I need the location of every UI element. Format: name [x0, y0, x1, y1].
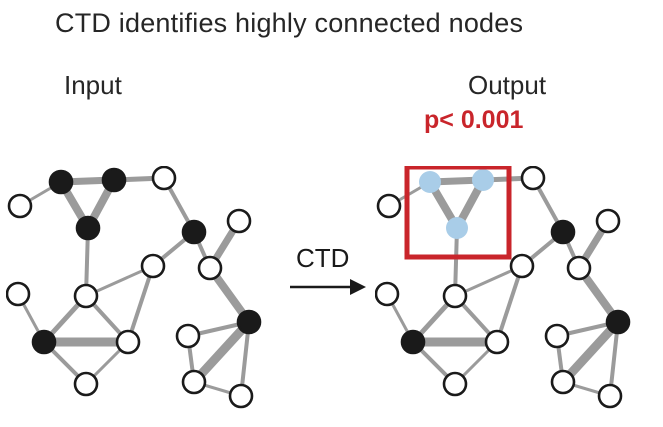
ctd-arrow-icon	[290, 279, 366, 295]
graph-node-white	[509, 253, 535, 279]
graph-node-white	[73, 283, 99, 309]
graph-node-white	[595, 208, 621, 234]
graph-node-white	[7, 193, 33, 219]
graph-edge	[608, 320, 620, 398]
graph-node-black	[31, 329, 57, 355]
graph-node-white	[597, 383, 623, 409]
graph-node-highlighted	[419, 171, 441, 193]
highlight-box	[404, 166, 512, 260]
figure-title: CTD identifies highly connected nodes	[55, 8, 524, 38]
graph-node-highlighted	[472, 169, 494, 191]
graph-node-white	[376, 193, 402, 219]
graph-node-white	[228, 383, 254, 409]
graph-node-white	[175, 323, 201, 349]
graph-node-white	[484, 329, 510, 355]
graph-node-white	[442, 371, 468, 397]
graph-node-black	[550, 219, 576, 245]
output-label: Output	[468, 70, 547, 100]
graph-node-white	[442, 283, 468, 309]
graph-edge	[126, 264, 155, 344]
arrow-head	[350, 279, 366, 295]
graph-node-white	[140, 253, 166, 279]
p-value-label: p< 0.001	[424, 106, 524, 134]
graph-node-black	[48, 169, 74, 195]
graph-node-white	[226, 208, 252, 234]
graph-node-white	[115, 329, 141, 355]
graph-node-white	[181, 369, 207, 395]
input-label: Input	[64, 70, 122, 100]
graph-node-white	[544, 323, 570, 349]
graph-node-black	[75, 215, 101, 241]
graph-node-highlighted	[446, 217, 468, 239]
graph-node-black	[101, 167, 127, 193]
graph-node-black	[400, 329, 426, 355]
input-graph	[6, 166, 262, 409]
graph-node-white	[73, 371, 99, 397]
graph-node-white	[151, 166, 177, 191]
graph-edge	[558, 317, 623, 387]
graph-node-black	[236, 309, 262, 335]
graph-node-white	[375, 281, 400, 307]
graph-node-black	[605, 309, 631, 335]
graph-edge	[495, 264, 524, 344]
graph-node-white	[550, 369, 576, 395]
ctd-arrow-label: CTD	[296, 243, 350, 273]
graph-node-white	[197, 255, 223, 281]
graph-node-white	[6, 281, 31, 307]
graph-node-black	[181, 219, 207, 245]
graph-node-white	[566, 255, 592, 281]
graph-node-white	[520, 166, 546, 191]
output-graph	[375, 166, 631, 409]
graph-edge	[239, 320, 251, 398]
graph-edge	[189, 317, 254, 387]
